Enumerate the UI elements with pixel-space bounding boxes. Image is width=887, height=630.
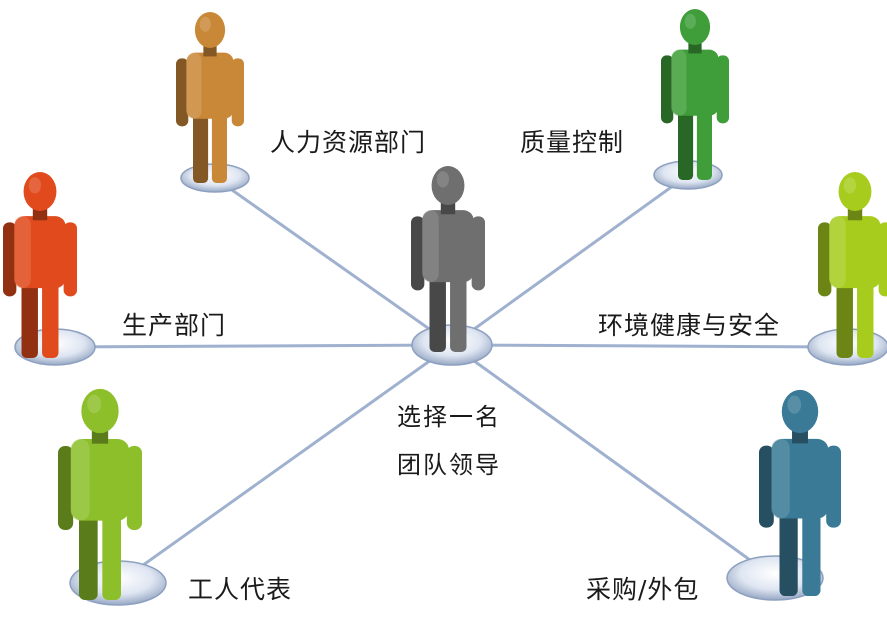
center-label-line1: 选择一名 (397, 403, 501, 431)
center-label-line2: 团队领导 (397, 451, 501, 479)
label-quality: 质量控制 (520, 128, 625, 157)
label-ehs: 环境健康与安全 (598, 311, 781, 340)
person-procurement-icon (759, 389, 841, 596)
disc-procurement (726, 555, 824, 601)
link-hr (214, 176, 453, 347)
link-production (54, 343, 453, 349)
link-ehs (451, 343, 849, 349)
label-workers: 工人代表 (188, 575, 293, 604)
label-hr: 人力资源部门 (270, 128, 427, 157)
label-procurement: 采购/外包 (586, 575, 700, 604)
person-workers-icon (58, 388, 142, 600)
link-procurement (451, 343, 776, 580)
label-production: 生产部门 (122, 311, 227, 340)
link-quality (451, 173, 689, 347)
person-production-icon (3, 171, 77, 358)
person-center-icon (411, 165, 485, 352)
person-ehs-icon (818, 171, 887, 358)
person-hr-icon (176, 12, 244, 183)
link-workers (117, 343, 453, 585)
person-quality-icon (661, 9, 729, 180)
